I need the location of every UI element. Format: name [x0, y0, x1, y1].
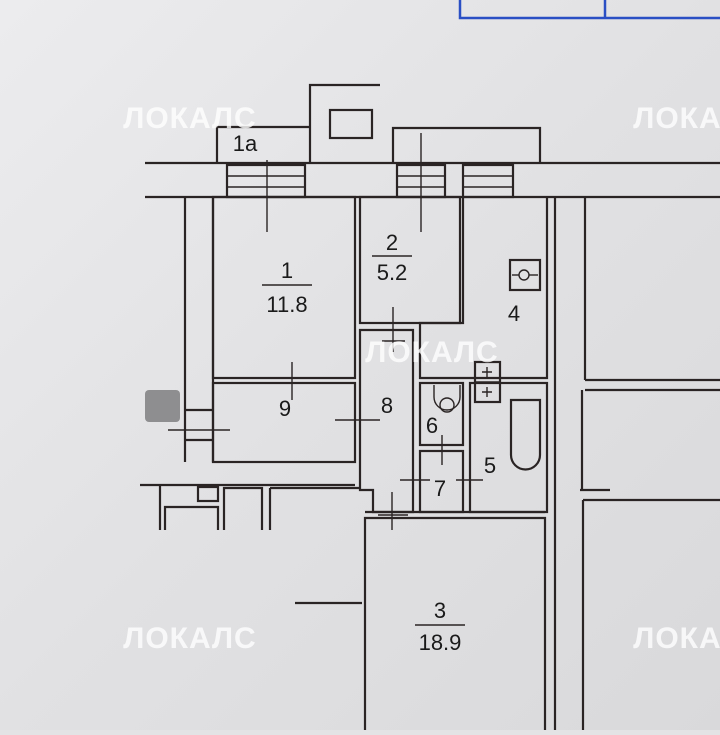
room-9-label: 9: [279, 396, 291, 421]
room-7-label: 7: [434, 476, 446, 501]
room-1-label: 1: [281, 258, 293, 283]
room-1-area: 11.8: [266, 292, 307, 317]
room-1a-label: 1a: [233, 131, 258, 156]
sink-icon: [473, 360, 502, 404]
room-2-label: 2: [386, 230, 398, 255]
watermarks: ЛОКАЛС ЛОКАЛС ЛОКАЛС ЛОКАЛС ЛОКАЛС: [123, 102, 720, 655]
bathtub-icon: [509, 398, 542, 471]
room-8-label: 8: [381, 393, 393, 418]
redacted-blot: [145, 390, 180, 422]
marker-lines: [168, 133, 483, 530]
top-frame: [458, 0, 720, 20]
watermark: ЛОКАЛС: [633, 622, 720, 655]
stove-icon: [508, 258, 542, 292]
room-5-label: 5: [484, 453, 496, 478]
watermark: ЛОКАЛС: [123, 102, 256, 135]
watermark: ЛОКАЛС: [123, 622, 256, 655]
room-labels: 1a 1 11.8 2 5.2 3 18.9 4 5 6 7 8 9: [233, 131, 520, 655]
room-3-label: 3: [434, 598, 446, 623]
toilet-icon: [433, 385, 461, 413]
room-4-label: 4: [508, 301, 520, 326]
watermark: ЛОКАЛС: [633, 102, 720, 135]
watermark: ЛОКАЛС: [365, 336, 498, 369]
room-2-area: 5.2: [377, 260, 408, 285]
room-3-area: 18.9: [419, 630, 462, 655]
room-6-label: 6: [426, 413, 438, 438]
